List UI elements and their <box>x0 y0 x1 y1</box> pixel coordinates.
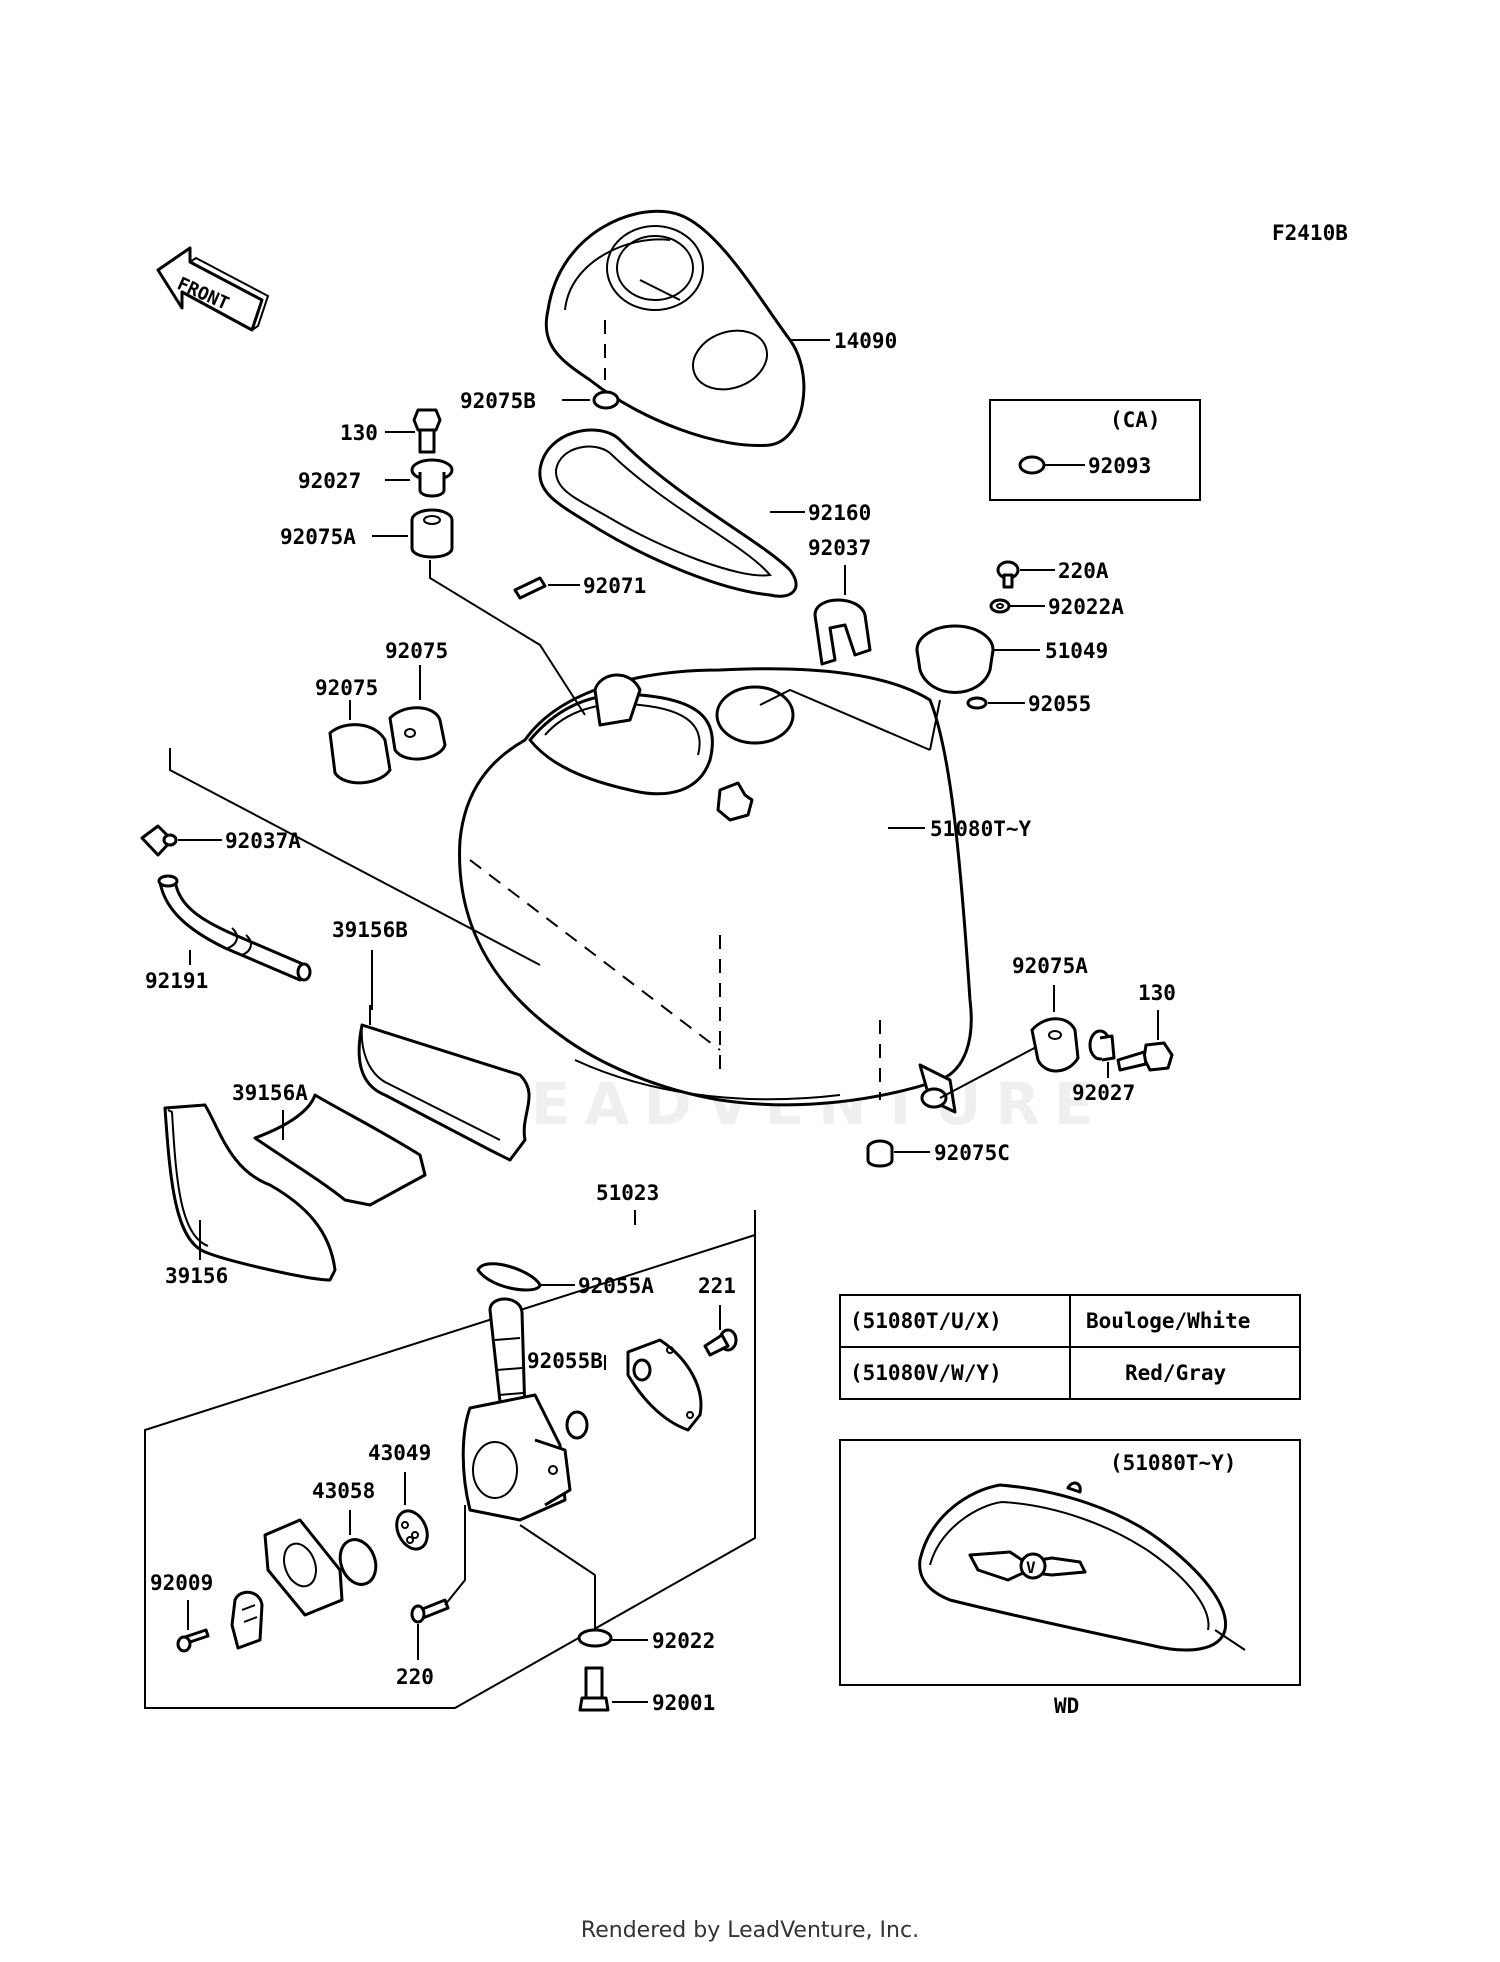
bolt-92001 <box>578 1666 610 1712</box>
label-92191: 92191 <box>145 969 208 993</box>
valve-lever <box>230 1590 264 1650</box>
gasket-92055a <box>476 1262 542 1292</box>
damper-92075c <box>866 1139 894 1168</box>
label-43049: 43049 <box>368 1441 431 1465</box>
label-92075b: 92075B <box>460 389 536 413</box>
label-51080: 51080T~Y <box>930 817 1032 841</box>
nut-92093 <box>1018 455 1046 475</box>
label-39156: 39156 <box>165 1264 228 1288</box>
screw-92009 <box>176 1628 210 1653</box>
oring-43058 <box>338 1538 378 1586</box>
front-arrow-icon: FRONT <box>156 246 270 332</box>
label-92075c: 92075C <box>934 1141 1010 1165</box>
label-92055a: 92055A <box>578 1274 654 1298</box>
hose-92191 <box>157 874 312 982</box>
pad-39156a <box>253 1093 427 1207</box>
label-92037a: 92037A <box>225 829 301 853</box>
sediment-cover <box>626 1338 703 1432</box>
fuel-tank-51080 <box>458 667 973 1114</box>
diagram-code: F2410B <box>1272 221 1348 245</box>
damper-92075-left <box>328 723 392 785</box>
label-92160: 92160 <box>808 501 871 525</box>
collar-92027-right <box>1088 1029 1116 1062</box>
label-39156b: 39156B <box>332 918 408 942</box>
table-row-2-color: Red/Gray <box>1125 1361 1227 1385</box>
label-220: 220 <box>396 1665 434 1689</box>
label-92022a: 92022A <box>1048 595 1124 619</box>
label-14090: 14090 <box>834 329 897 353</box>
footer-credit: Rendered by LeadVenture, Inc. <box>580 1918 920 1943</box>
clip-92037a <box>140 824 178 857</box>
label-221: 221 <box>698 1274 736 1298</box>
label-220a: 220A <box>1058 559 1109 583</box>
emblem-v-mark: V <box>1026 1558 1036 1577</box>
oring-92055 <box>966 696 988 710</box>
inset-caption: WD <box>1054 1694 1079 1718</box>
clip-92071 <box>513 576 547 600</box>
damper-92075a-top <box>410 508 454 559</box>
label-92037: 92037 <box>808 536 871 560</box>
label-92027-right: 92027 <box>1072 1081 1135 1105</box>
pad-39156 <box>163 1103 337 1282</box>
fuel-cap-51049 <box>915 624 995 694</box>
washer-92075b <box>592 390 620 410</box>
fuel-valve-body <box>461 1297 572 1522</box>
label-92075-right: 92075 <box>385 639 448 663</box>
damper-92075a-right <box>1030 1017 1080 1073</box>
table-row-1-code: (51080T/U/X) <box>850 1309 1002 1333</box>
label-92027-top: 92027 <box>298 469 361 493</box>
valve-plate <box>263 1518 344 1617</box>
ca-box-title: (CA) <box>1110 408 1161 432</box>
tank-emblem-inset: (51080T~Y) V <box>839 1439 1301 1686</box>
label-92009: 92009 <box>150 1571 213 1595</box>
label-92055b: 92055B <box>527 1349 603 1373</box>
label-92075a-top: 92075A <box>280 525 356 549</box>
label-130-top: 130 <box>340 421 378 445</box>
oring-92055b <box>565 1410 589 1440</box>
screw-221 <box>703 1328 738 1357</box>
screw-220 <box>410 1598 450 1624</box>
label-51049: 51049 <box>1045 639 1108 663</box>
ca-box <box>989 399 1201 501</box>
color-table: (51080T/U/X) Bouloge/White (51080V/W/Y) … <box>839 1294 1301 1400</box>
meter-cover-part <box>544 209 806 448</box>
label-92022: 92022 <box>652 1629 715 1653</box>
gasket-92160 <box>538 428 798 598</box>
label-130-right: 130 <box>1138 981 1176 1005</box>
pad-39156b <box>357 1023 531 1162</box>
label-92071: 92071 <box>583 574 646 598</box>
label-92055: 92055 <box>1028 692 1091 716</box>
table-row-2-code: (51080V/W/Y) <box>850 1361 1002 1385</box>
clamp-92037 <box>813 598 872 666</box>
damper-92075-right <box>388 706 447 761</box>
screw-220a <box>996 560 1020 589</box>
table-row-1-color: Bouloge/White <box>1086 1309 1250 1333</box>
label-92075a-right: 92075A <box>1012 954 1088 978</box>
washer-92022 <box>577 1628 613 1648</box>
label-39156a: 39156A <box>232 1081 308 1105</box>
ca-box-part: 92093 <box>1088 454 1151 478</box>
assembly-outline-51023 <box>144 1210 756 1709</box>
gasket-43049 <box>395 1509 429 1551</box>
label-92001: 92001 <box>652 1691 715 1715</box>
label-92075-left: 92075 <box>315 676 378 700</box>
label-51023: 51023 <box>596 1181 659 1205</box>
bolt-130-top <box>412 408 442 454</box>
label-43058: 43058 <box>312 1479 375 1503</box>
collar-92027-top <box>410 458 454 498</box>
washer-92022a <box>989 598 1011 614</box>
inset-title: (51080T~Y) <box>1110 1451 1236 1475</box>
bolt-130-right <box>1116 1041 1174 1072</box>
